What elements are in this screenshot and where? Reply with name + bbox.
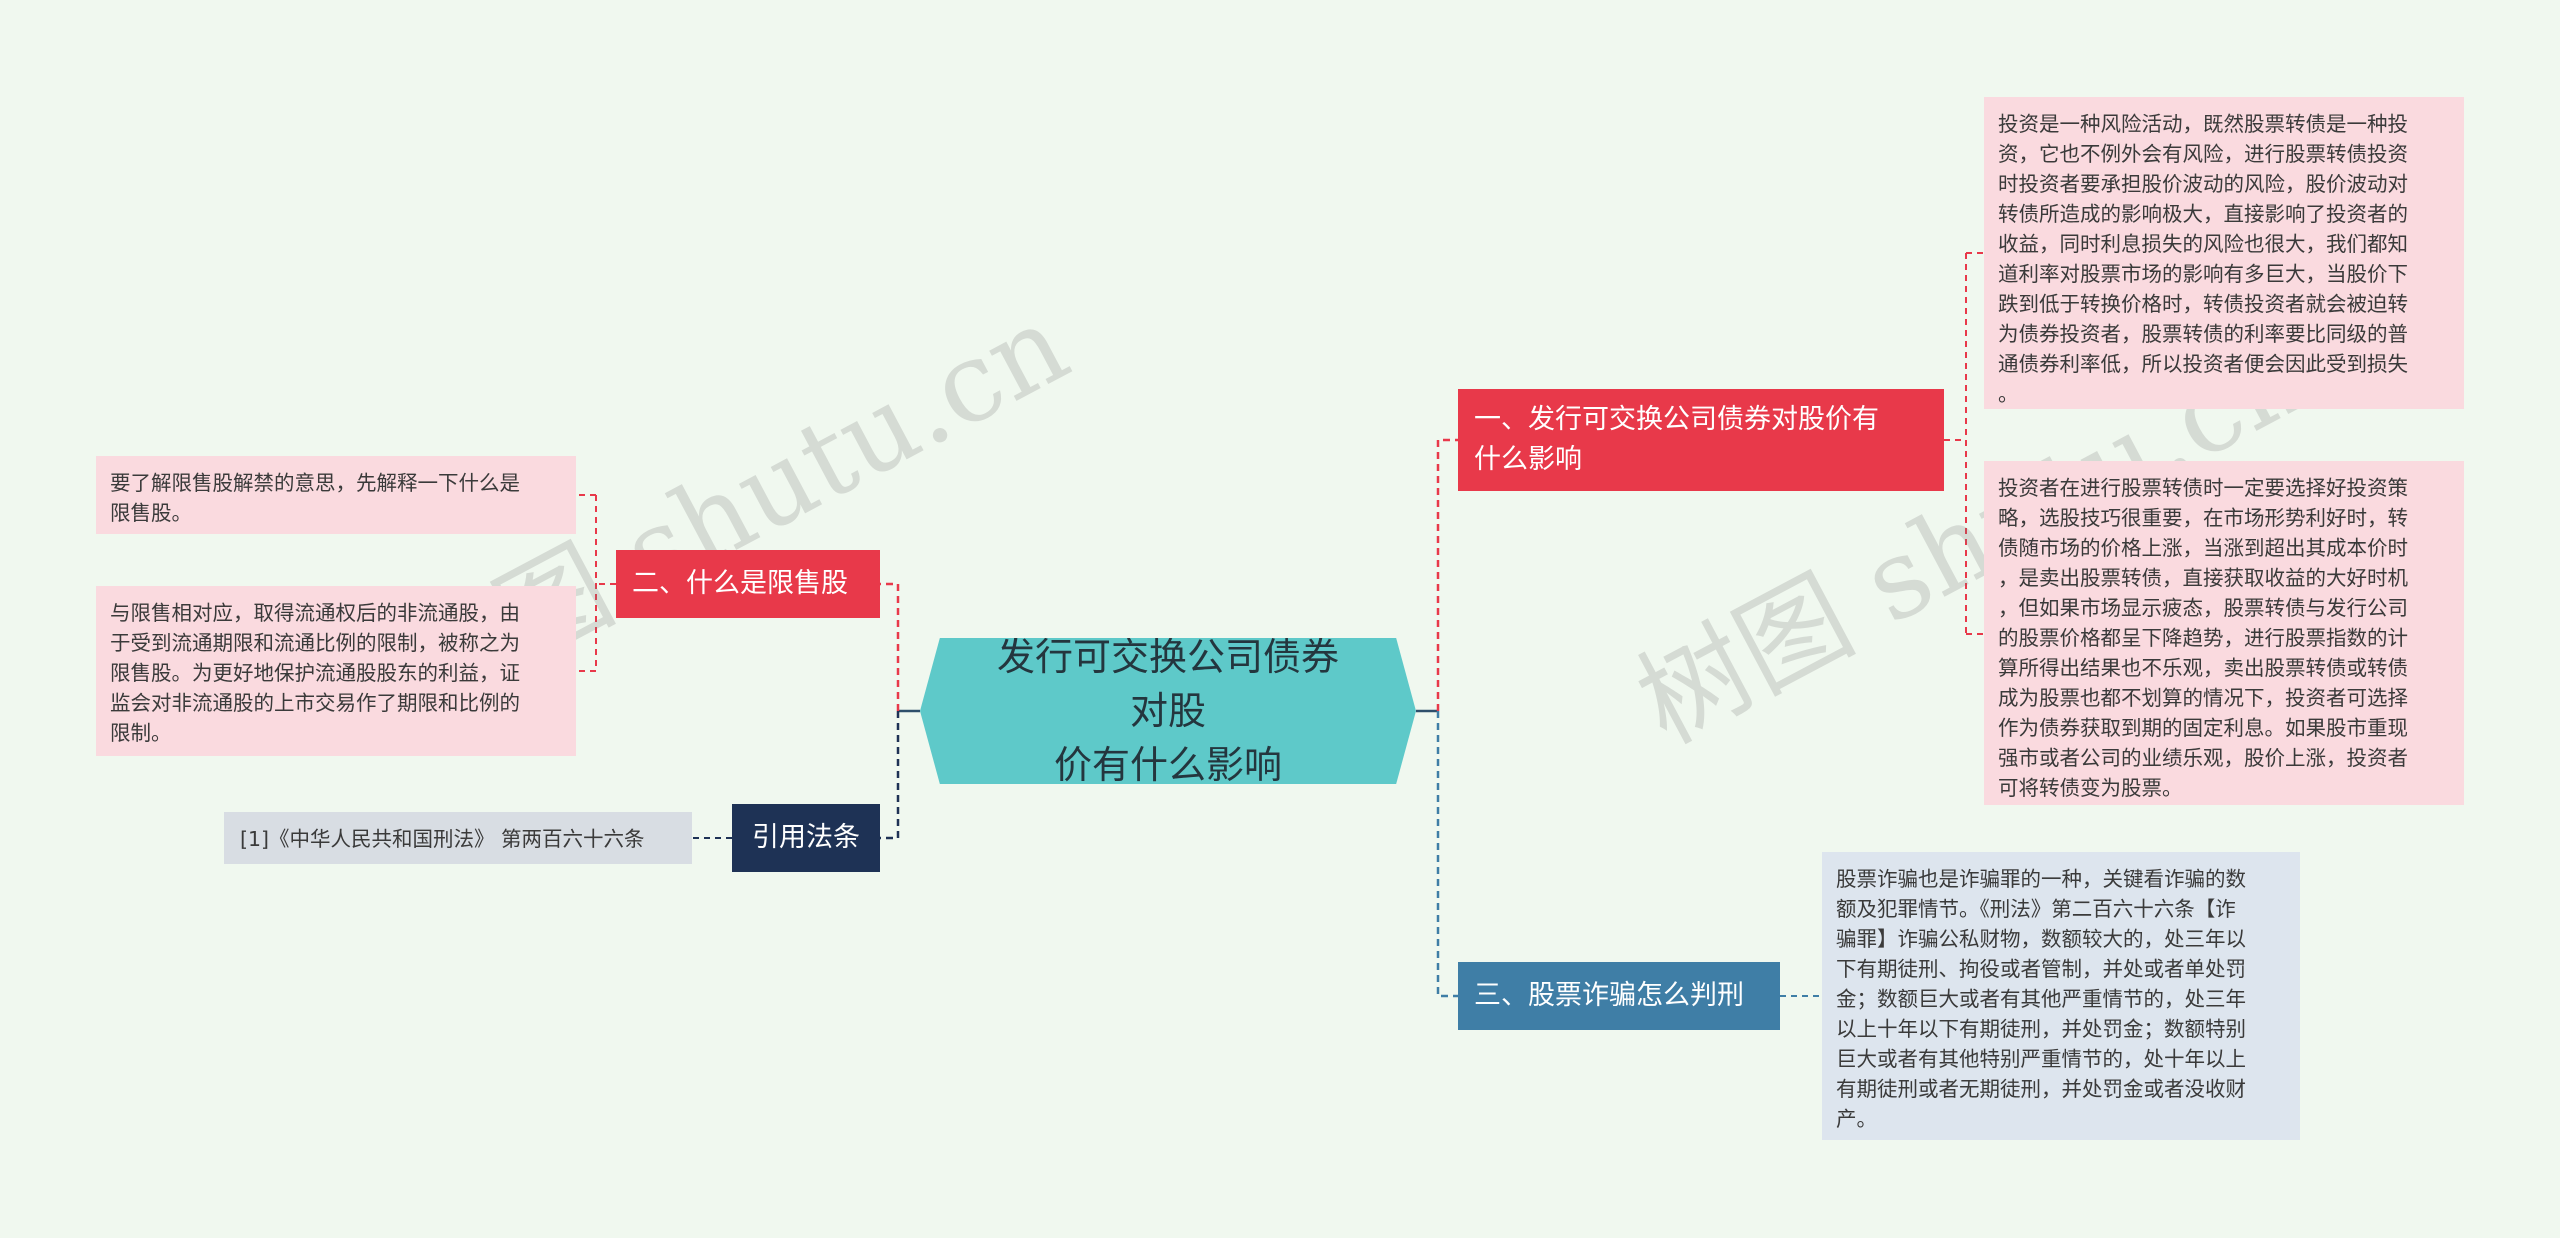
leaf-investment-risk[interactable]: 投资是一种风险活动，既然股票转债是一种投 资，它也不例外会有风险，进行股票转债投… — [1984, 97, 2464, 409]
leaf-restricted-shares-definition[interactable]: 与限售相对应，取得流通权后的非流通股，由 于受到流通期限和流通比例的限制，被称之… — [96, 586, 576, 756]
leaf-stock-fraud[interactable]: 股票诈骗也是诈骗罪的一种，关键看诈骗的数 额及犯罪情节。《刑法》第二百六十六条【… — [1822, 852, 2300, 1140]
leaf-restricted-shares-intro[interactable]: 要了解限售股解禁的意思，先解释一下什么是 限售股。 — [96, 456, 576, 534]
root-topic-text: 发行可交换公司债券对股 价有什么影响 — [996, 635, 1339, 787]
link-root-b3 — [1436, 711, 1458, 998]
link-root-b1 — [1436, 438, 1458, 711]
branch-restricted-shares[interactable]: 二、什么是限售股 — [616, 550, 880, 618]
root-topic[interactable]: 发行可交换公司债券对股 价有什么影响 — [920, 638, 1416, 784]
leaf-investment-strategy[interactable]: 投资者在进行股票转债时一定要选择好投资策 略，选股技巧很重要，在市场形势利好时，… — [1984, 461, 2464, 805]
link-b1-leaves — [1944, 252, 1984, 635]
branch-stock-price-impact[interactable]: 一、发行可交换公司债券对股价有 什么影响 — [1458, 389, 1944, 491]
leaf-criminal-law-citation[interactable]: [1]《中华人民共和国刑法》 第两百六十六条 — [224, 812, 692, 864]
branch-cited-law[interactable]: 引用法条 — [732, 804, 880, 872]
link-root-b4 — [880, 711, 900, 840]
branch-stock-fraud-sentence[interactable]: 三、股票诈骗怎么判刑 — [1458, 962, 1780, 1030]
link-root-b2 — [880, 582, 900, 711]
link-b2-leaves — [576, 494, 616, 672]
